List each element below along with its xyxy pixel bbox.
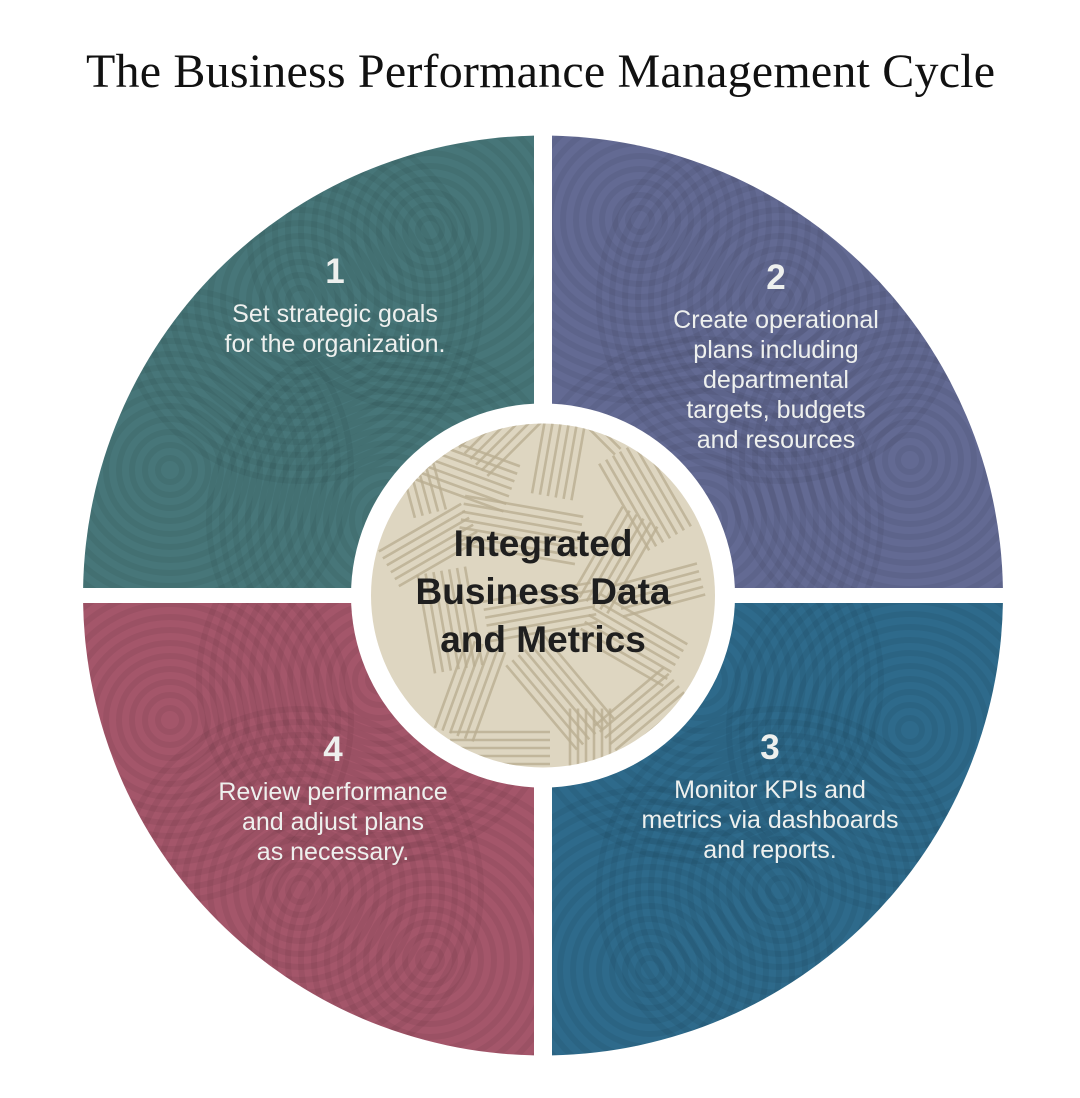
center-circle: [371, 423, 715, 768]
page-title: The Business Performance Management Cycl…: [86, 45, 996, 98]
